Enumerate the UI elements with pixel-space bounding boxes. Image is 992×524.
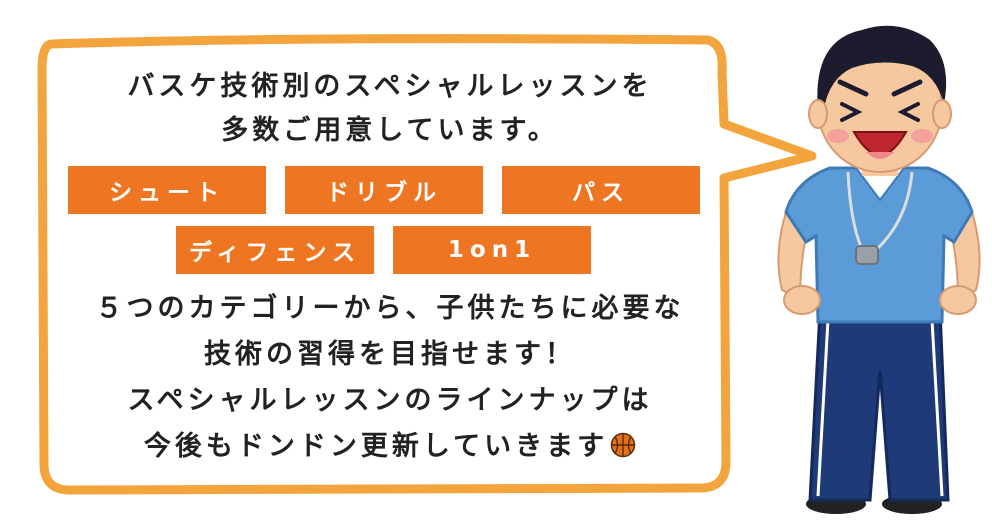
body-line-1: ５つのカテゴリーから、子供たちに必要な bbox=[95, 293, 685, 324]
category-pass: パス bbox=[502, 166, 700, 214]
intro-line-2: 多数ご用意しています。 bbox=[221, 115, 559, 146]
body-line-4-text: 今後もドンドン更新していきます bbox=[143, 431, 609, 462]
category-label: シュート bbox=[109, 180, 225, 206]
basketball-icon bbox=[610, 432, 636, 458]
category-label: ドリブル bbox=[326, 180, 442, 206]
category-label: パス bbox=[572, 180, 630, 206]
category-defense: ディフェンス bbox=[176, 226, 374, 274]
category-1on1: 1on1 bbox=[393, 226, 591, 274]
intro-line-1: バスケ技術別のスペシャルレッスンを bbox=[127, 71, 653, 102]
category-dribble: ドリブル bbox=[285, 166, 483, 214]
body-line-3: スペシャルレッスンのラインナップは bbox=[127, 385, 653, 416]
body-line-2: 技術の習得を目指せます！ bbox=[204, 339, 576, 370]
category-label: 1on1 bbox=[447, 237, 537, 263]
body-line-4: 今後もドンドン更新していきます bbox=[40, 430, 740, 464]
category-shoot: シュート bbox=[68, 166, 266, 214]
category-label: ディフェンス bbox=[189, 240, 361, 266]
